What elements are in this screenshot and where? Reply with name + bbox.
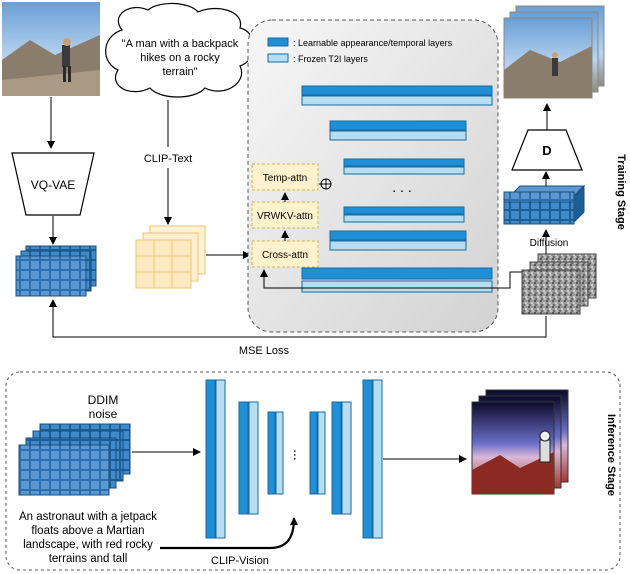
inference-unet — [205, 379, 383, 539]
temp-attn-box — [251, 163, 319, 191]
vqvae-label: VQ-VAE — [31, 178, 75, 192]
output-photo-stack — [503, 5, 605, 99]
cross-attn-label: Cross-attn — [262, 250, 308, 261]
clip-vision-label: CLIP-Vision — [211, 555, 269, 567]
astronaut-output-stack — [471, 389, 569, 495]
prompt-line-3: terrain" — [162, 66, 197, 78]
legend-frozen-text: : Frozen T2I layers — [293, 54, 368, 64]
latent-stack — [15, 245, 97, 297]
ddim-noise-stack — [18, 423, 131, 496]
clip-text-label: CLIP-Text — [144, 153, 192, 165]
inference-prompt-line-1: An astronaut with a jetpack — [19, 511, 157, 523]
inference-prompt-line-3: landscape, with red rocky — [23, 539, 153, 551]
ddim-label-2: noise — [89, 407, 118, 421]
diffusion-label: Diffusion — [530, 238, 569, 249]
vrwkv-attn-box — [251, 201, 319, 229]
legend-learnable-text: : Learnable appearance/temporal layers — [293, 38, 453, 48]
input-photo — [2, 2, 100, 96]
ddim-label-1: DDIM — [88, 393, 119, 407]
layer-ellipsis: . . . — [392, 179, 411, 195]
adder-icon — [320, 178, 332, 190]
cross-attn-box — [251, 240, 319, 268]
prompt-line-2: hikes on a rocky — [140, 52, 220, 64]
inference-prompt-line-2: floats above a Martian — [31, 525, 144, 537]
clip-vision-arrow — [160, 517, 298, 550]
legend-frozen-swatch — [267, 53, 289, 63]
inference-panel — [5, 371, 621, 571]
legend-learnable-swatch — [267, 37, 289, 47]
temp-attn-label: Temp-attn — [263, 173, 307, 184]
training-stage-label: Training Stage — [615, 154, 627, 230]
inference-stage-label: Inference Stage — [605, 414, 617, 496]
mse-loss-label: MSE Loss — [239, 345, 290, 357]
vrwkv-attn-label: VRWKV-attn — [257, 211, 313, 222]
decoder-label: D — [542, 143, 551, 158]
clean-latent-stack — [503, 184, 586, 225]
decoder-block — [511, 129, 583, 171]
prompt-cloud — [105, 2, 254, 98]
unet-layers — [301, 85, 493, 293]
vqvae-block — [11, 152, 95, 216]
text-embedding-stack — [135, 225, 206, 289]
inference-ellipsis: ... — [291, 449, 307, 461]
inference-prompt-line-4: terrains and tall — [49, 553, 128, 565]
noisy-latents — [521, 253, 597, 315]
prompt-line-1: "A man with a backpack — [122, 38, 239, 50]
